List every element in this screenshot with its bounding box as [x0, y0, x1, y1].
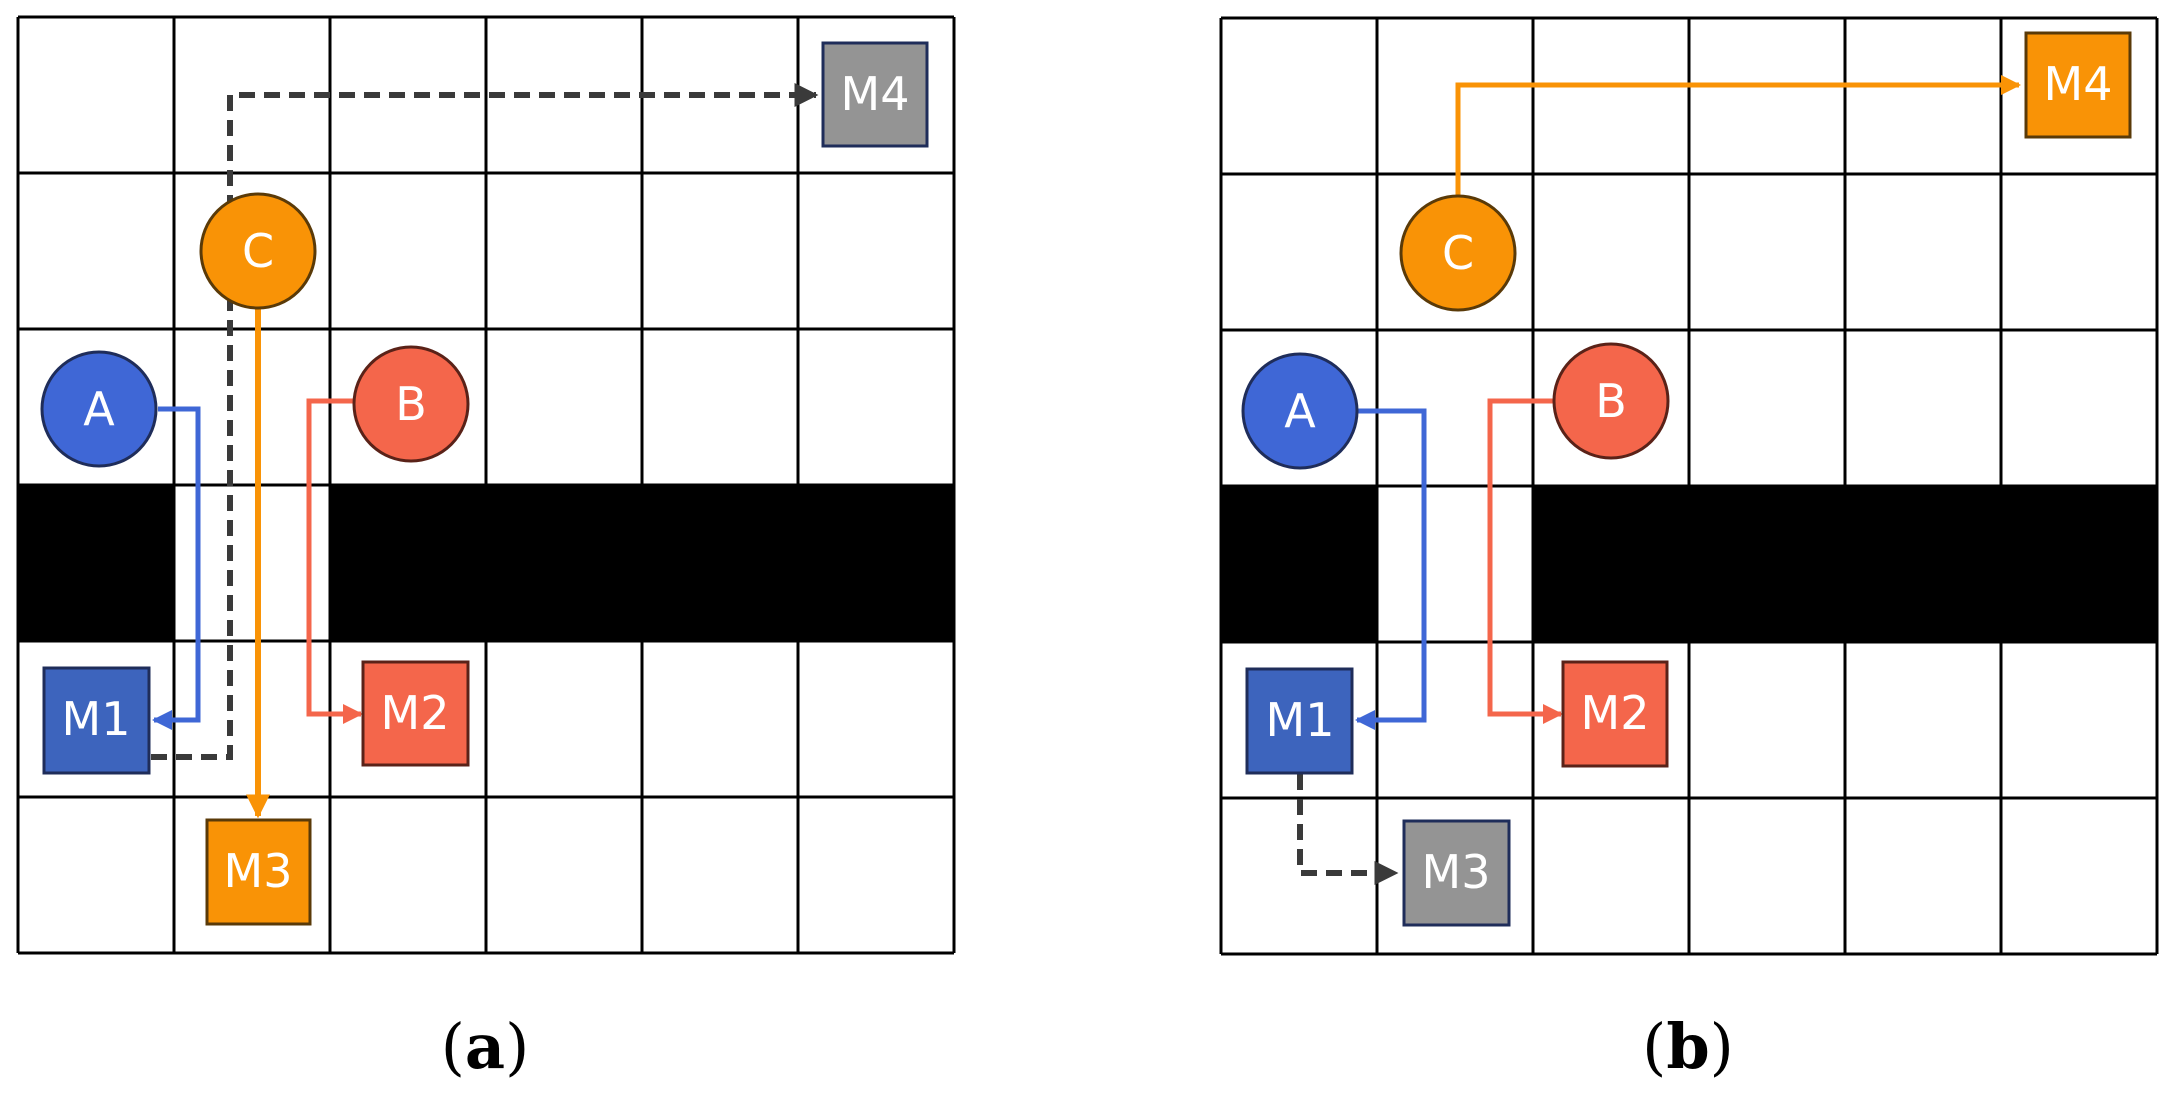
- machine-m4: M4: [821, 41, 929, 148]
- agent-a-label: A: [1284, 384, 1316, 438]
- caption-a-close: ): [505, 1010, 529, 1083]
- path-b-to-m2: [306, 398, 363, 724]
- agent-a-label: A: [83, 382, 115, 436]
- path-a-to-m1: [152, 406, 201, 730]
- machine-m1: M1: [42, 666, 151, 775]
- agent-c-label: C: [1442, 226, 1474, 280]
- agent-c: C: [1399, 194, 1517, 312]
- obstacle-left: [18, 485, 174, 641]
- machine-m2-label: M2: [1581, 686, 1650, 740]
- machine-m4-label: M4: [2044, 57, 2113, 111]
- agent-c-label: C: [242, 224, 274, 278]
- caption-b-close: ): [1710, 1010, 1734, 1083]
- agent-b-label: B: [1595, 374, 1627, 428]
- machine-m4: M4: [2024, 31, 2132, 139]
- path-c-to-m4: [1455, 75, 2021, 196]
- caption-a-letter: a: [465, 1010, 505, 1083]
- agent-b-label: B: [395, 377, 427, 431]
- grid: [16, 15, 956, 955]
- caption-b-letter: b: [1666, 1010, 1709, 1083]
- machine-m3-label: M3: [224, 844, 293, 898]
- panel-b: A B C M1 M2 M3 M4 (b): [1219, 16, 2159, 1083]
- machine-m1-label: M1: [1266, 693, 1335, 747]
- caption-b: (b): [1642, 1010, 1734, 1083]
- agent-a: A: [40, 350, 158, 468]
- machine-m3-label: M3: [1422, 845, 1491, 899]
- path-b-to-m2: [1487, 398, 1563, 724]
- agent-c: C: [199, 192, 317, 310]
- path-a-to-m1: [1355, 408, 1427, 730]
- machine-m1-label: M1: [62, 692, 131, 746]
- machine-m2-label: M2: [381, 686, 450, 740]
- agent-a: A: [1241, 352, 1359, 470]
- machine-m4-label: M4: [841, 67, 910, 121]
- machine-m1: M1: [1245, 667, 1354, 775]
- machine-m2: M2: [361, 660, 470, 767]
- caption-a: (a): [441, 1010, 530, 1083]
- machine-m2: M2: [1561, 660, 1669, 768]
- agent-b: B: [352, 345, 470, 463]
- machine-m3: M3: [1402, 819, 1511, 927]
- obstacle-left: [1221, 485, 1377, 641]
- path-m1-to-m3-dashed: [1297, 774, 1399, 885]
- caption-b-open: (: [1642, 1010, 1666, 1083]
- machine-m3: M3: [205, 818, 312, 926]
- agent-b: B: [1552, 342, 1670, 460]
- caption-a-open: (: [441, 1010, 465, 1083]
- grid: [1219, 16, 2159, 956]
- path-m1-to-m4-dashed: [151, 83, 819, 760]
- panel-a: A B C M1 M2 M3 M4 (a): [16, 15, 956, 1083]
